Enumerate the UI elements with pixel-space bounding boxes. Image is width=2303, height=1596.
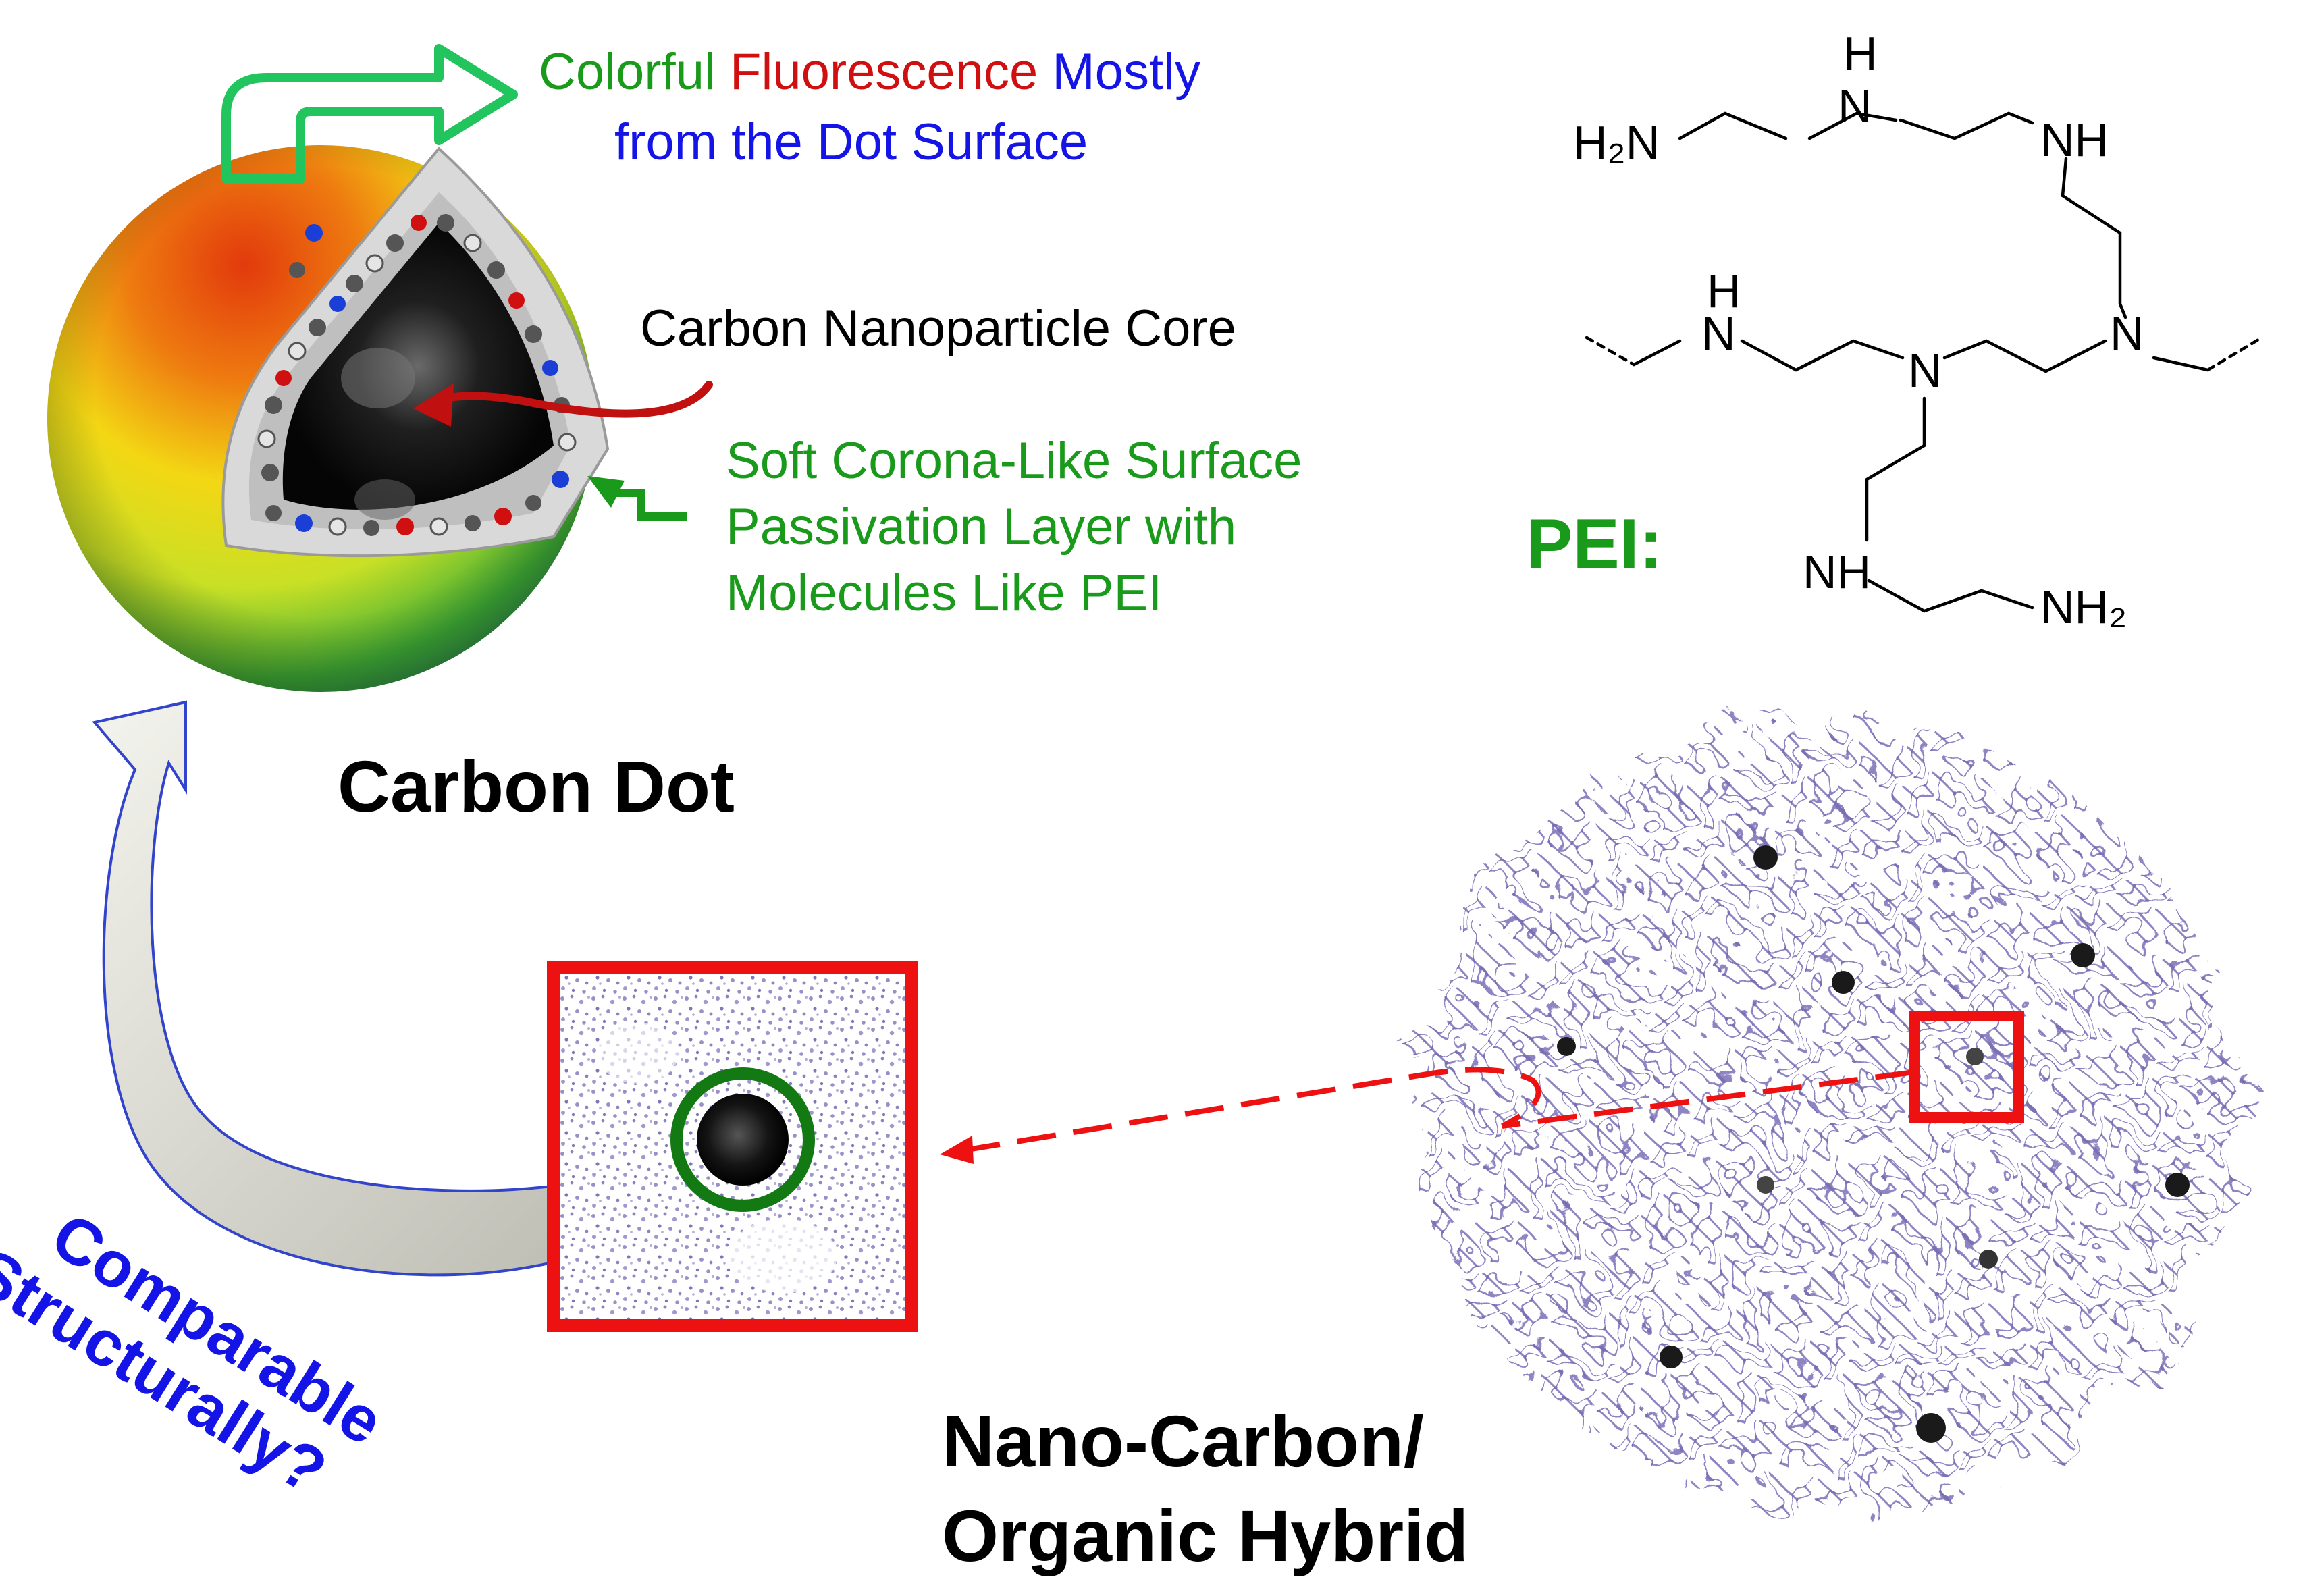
fluorescence-note-line2: from the Dot Surface	[614, 113, 1088, 171]
pei-structure-bonds	[1585, 111, 2264, 613]
fluorescence-word-mostly: Mostly	[1052, 43, 1200, 101]
passivation-pointer-icon	[614, 489, 687, 521]
core-highlight-2	[354, 479, 415, 520]
fluorescence-word-colorful: Colorful	[539, 43, 716, 101]
pei-atom-nh-right: NH	[2040, 113, 2109, 166]
pei-atom-nh-top-h: H	[1843, 27, 1878, 80]
tem-inset	[547, 961, 918, 1332]
carbon-dot-illustration	[47, 145, 610, 692]
fluorescence-arrow-icon	[221, 44, 518, 184]
core-pointer-arrowhead-icon	[413, 383, 454, 427]
hybrid-label-line1: Nano-Carbon/	[942, 1400, 1424, 1482]
fluorescence-word-fluorescence: Fluorescence	[730, 43, 1038, 101]
carbon-core	[282, 223, 554, 510]
pei-atom-n-center: N	[1908, 344, 1942, 397]
passivation-label-line2: Passivation Layer with	[726, 498, 1237, 556]
hybrid-label-line2: Organic Hybrid	[942, 1495, 1469, 1576]
passivation-pointer-head-icon	[587, 476, 625, 508]
pei-atom-nh-left-n: N	[1701, 307, 1736, 360]
pei-atom-nh-left-h: H	[1707, 265, 1741, 317]
passivation-label-line1: Soft Corona-Like Surface	[726, 432, 1302, 489]
passivation-label-line3: Molecules Like PEI	[726, 564, 1163, 622]
hybrid-simulation-cloud	[1418, 722, 2242, 1506]
hybrid-selection-box	[1909, 1011, 2024, 1123]
core-pointer-arrow-icon	[428, 381, 713, 418]
pei-atom-nh-bottom: NH	[1803, 546, 1872, 598]
nanoparticle-highlight-circle	[670, 1067, 815, 1212]
zoom-connector-dashed	[958, 1067, 1915, 1154]
pei-title: PEI:	[1526, 505, 1663, 583]
zoom-connector-arrowhead-icon	[940, 1136, 974, 1164]
nanoparticle-dot	[697, 1094, 789, 1186]
carbon-dot-label: Carbon Dot	[338, 745, 735, 827]
pei-atom-h2n-left: H₂N	[1573, 116, 1660, 169]
core-highlight	[341, 348, 415, 408]
pei-atom-n-right: N	[2110, 307, 2144, 360]
pei-atom-nh-top-n: N	[1838, 80, 1872, 132]
core-label: Carbon Nanoparticle Core	[640, 300, 1236, 357]
fluorescence-note-line1: Colorful Fluorescence Mostly	[539, 43, 1200, 101]
pei-atom-nh2-bottom: NH₂	[2040, 581, 2127, 633]
tem-inset-frame	[547, 961, 918, 1332]
